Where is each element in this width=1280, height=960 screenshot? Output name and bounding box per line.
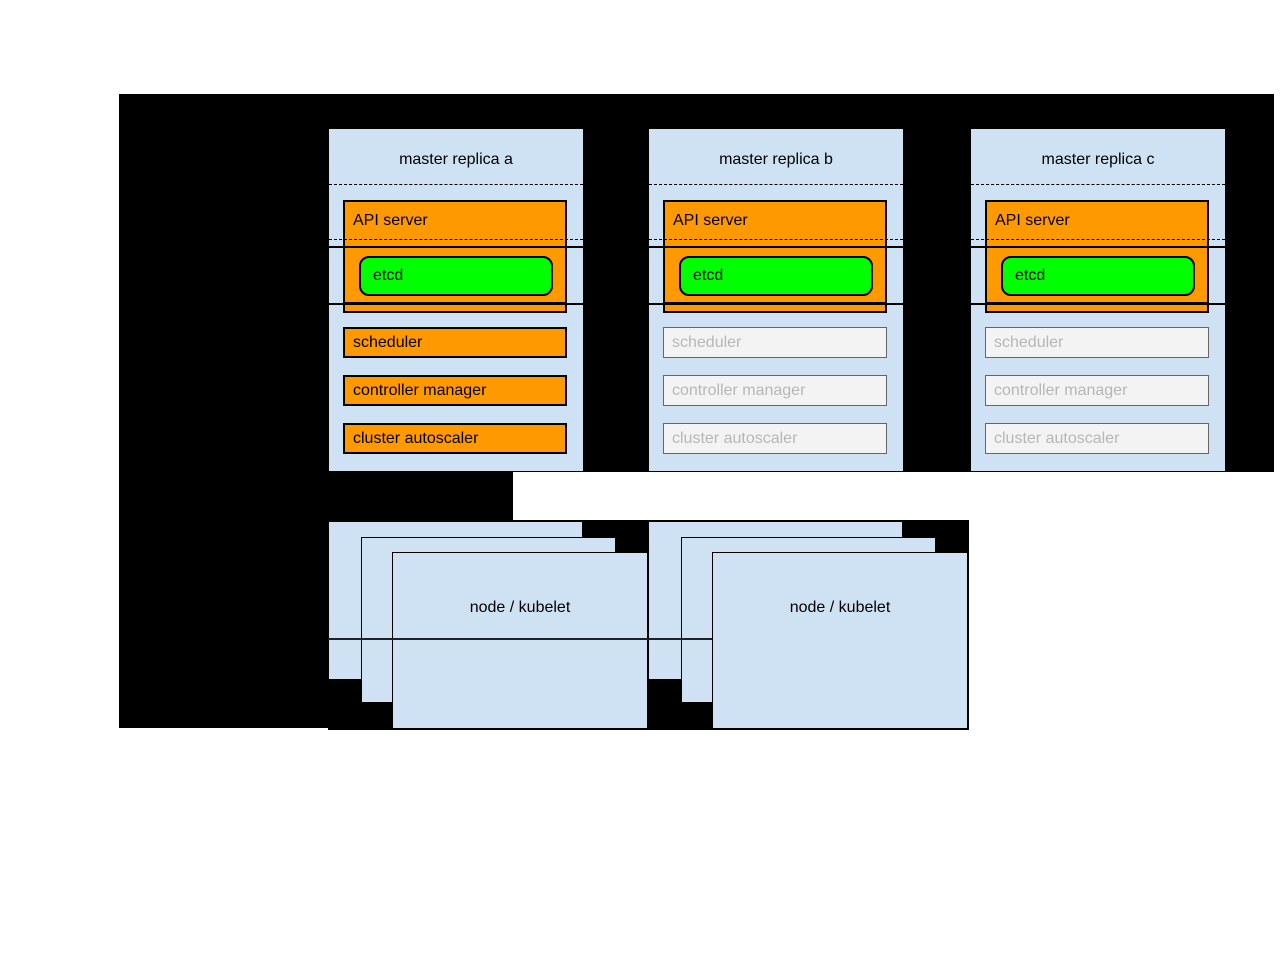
load-balancer-dashed-line-top	[971, 184, 1225, 185]
controller-manager-box: controller manager	[343, 375, 567, 406]
etcd-box: etcd	[679, 256, 873, 296]
load-balancer-dashed-line-bottom	[649, 239, 903, 240]
cluster-autoscaler-box: cluster autoscaler	[985, 423, 1209, 454]
etcd-zone-line-top	[329, 246, 583, 248]
load-balancer-dashed-line-top	[649, 184, 903, 185]
load-balancer-dashed-line-bottom	[971, 239, 1225, 240]
etcd-zone-line-bottom	[329, 303, 583, 305]
etcd-box: etcd	[1001, 256, 1195, 296]
etcd-zone-line-bottom	[971, 303, 1225, 305]
node-box-front: node / kubelet	[712, 552, 968, 729]
node-kubelet-label: node / kubelet	[469, 599, 571, 616]
master-replica-title: master replica b	[719, 151, 833, 168]
master-replica-title: master replica c	[1041, 151, 1155, 168]
controller-manager-box: controller manager	[663, 375, 887, 406]
etcd-zone-line-bottom	[649, 303, 903, 305]
node-connector-line	[328, 638, 713, 640]
controller-manager-box: controller manager	[985, 375, 1209, 406]
etcd-zone-line-top	[971, 246, 1225, 248]
master-replica-c: master replica c API server etcd schedul…	[971, 129, 1225, 471]
master-replica-a: master replica a API server etcd schedul…	[329, 129, 583, 471]
etcd-box: etcd	[359, 256, 553, 296]
cluster-autoscaler-box: cluster autoscaler	[663, 423, 887, 454]
node-kubelet-label: node / kubelet	[789, 599, 891, 616]
scheduler-box: scheduler	[663, 327, 887, 358]
scheduler-box: scheduler	[985, 327, 1209, 358]
master-replica-title: master replica a	[399, 151, 513, 168]
load-balancer-dashed-line-bottom	[329, 239, 583, 240]
etcd-zone-line-top	[649, 246, 903, 248]
load-balancer-dashed-line-top	[329, 184, 583, 185]
master-replica-b: master replica b API server etcd schedul…	[649, 129, 903, 471]
scheduler-box: scheduler	[343, 327, 567, 358]
cluster-autoscaler-box: cluster autoscaler	[343, 423, 567, 454]
node-box-front: node / kubelet	[392, 552, 648, 729]
